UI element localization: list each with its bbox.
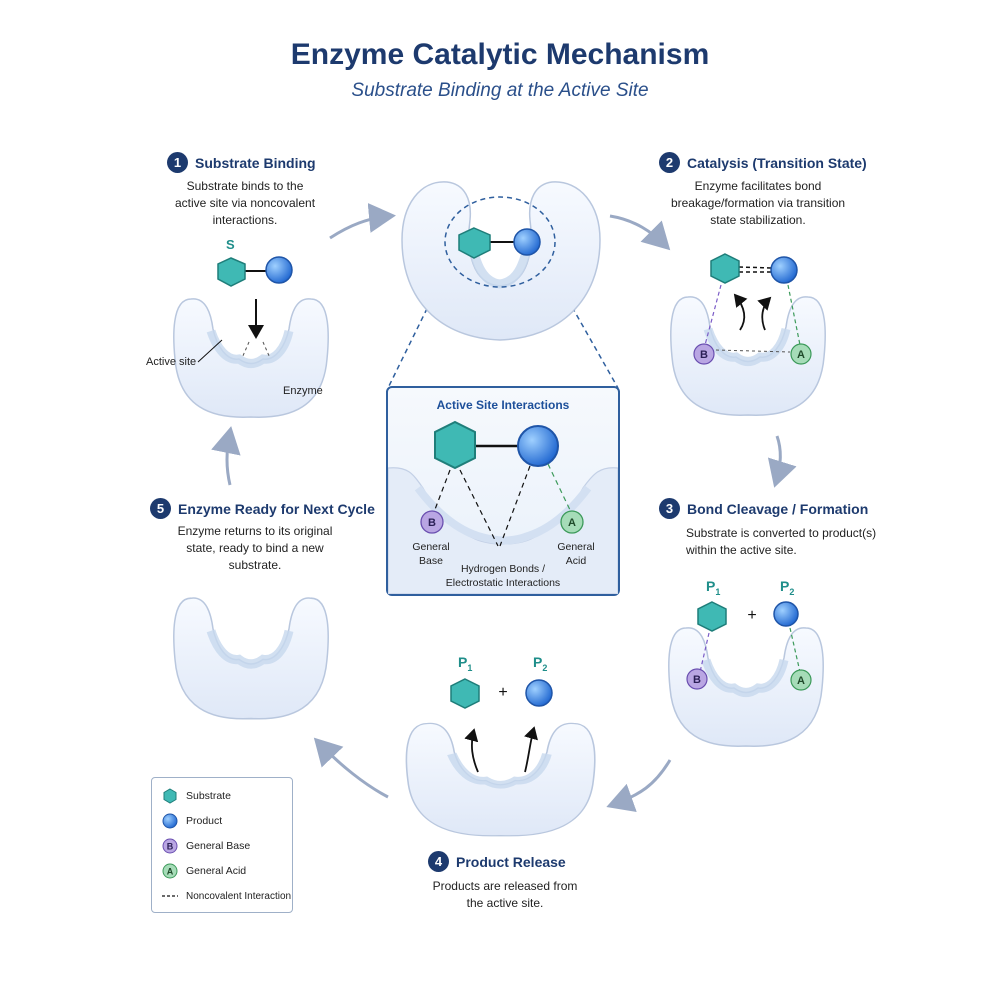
step5-title: Enzyme Ready for Next Cycle <box>178 500 375 517</box>
products-step4: + <box>450 678 553 773</box>
step1-number: 1 <box>167 152 188 173</box>
enzyme-step5 <box>173 597 329 720</box>
step4-number: 4 <box>428 851 449 872</box>
step3-heading: 3 Bond Cleavage / Formation <box>659 498 868 519</box>
cycle-arrow-3-4 <box>767 435 797 488</box>
plus-step3: + <box>747 607 756 624</box>
acid-badge-step3: A <box>797 675 805 687</box>
legend-noncovalent-label: Noncovalent Interaction <box>186 890 292 902</box>
base-badge-step2: B <box>700 349 708 361</box>
legend-product: Product <box>162 813 222 829</box>
zoom-base-badge: B <box>428 517 436 529</box>
substrate-label: S <box>226 237 235 252</box>
step3-title: Bond Cleavage / Formation <box>687 500 869 517</box>
legend: Substrate Product B General Base A Gener… <box>151 777 293 913</box>
p1-label-step4: P1 <box>458 654 473 673</box>
page-subtitle: Substrate Binding at the Active Site <box>351 80 649 101</box>
step4-title: Product Release <box>456 853 566 870</box>
base-badge-step3: B <box>693 674 701 686</box>
cycle-arrow-5-1 <box>211 426 241 486</box>
acid-icon: A <box>162 863 178 879</box>
products-step3: + B A <box>686 601 812 691</box>
base-icon: B <box>162 838 178 854</box>
enzyme-top-center <box>401 181 601 341</box>
step2-title: Catalysis (Transition State) <box>687 154 867 171</box>
cycle-arrow-5-back <box>313 737 389 799</box>
enzyme-step1 <box>173 298 329 418</box>
legend-general-base: B General Base <box>162 838 250 854</box>
zoom-title: Active Site Interactions <box>436 398 570 412</box>
enzyme-step2 <box>670 296 826 416</box>
enzyme-step4 <box>405 722 596 837</box>
cycle-arrow-2-3 <box>609 214 671 251</box>
step3-description: Substrate is converted to product(s)with… <box>686 526 877 557</box>
step5-heading: 5 Enzyme Ready for Next Cycle <box>150 498 375 519</box>
substrate-step1 <box>197 256 293 363</box>
legend-substrate: Substrate <box>162 788 231 804</box>
svg-text:B: B <box>167 842 174 852</box>
enzyme-step3 <box>668 627 824 747</box>
product-icon <box>162 813 178 829</box>
legend-general-base-label: General Base <box>186 840 251 852</box>
step5-number: 5 <box>150 498 171 519</box>
p2-label-step3: P2 <box>780 578 795 597</box>
enzyme-label: Enzyme <box>283 385 323 397</box>
cycle-arrow-1-2 <box>329 202 396 240</box>
substrate-icon <box>162 788 178 804</box>
step2-number: 2 <box>659 152 680 173</box>
transition-state-step2: B A <box>693 253 812 365</box>
active-site-label: Active site <box>146 356 197 368</box>
dashed-line-icon <box>162 888 178 904</box>
acid-badge-step2: A <box>797 349 805 361</box>
step1-heading: 1 Substrate Binding <box>167 152 316 173</box>
svg-text:A: A <box>167 867 174 877</box>
zoom-interactions-label: Hydrogen Bonds /Electrostatic Interactio… <box>445 563 561 589</box>
p2-label-step4: P2 <box>533 654 548 673</box>
plus-step4: + <box>498 684 507 701</box>
step1-title: Substrate Binding <box>195 154 316 171</box>
legend-noncovalent: Noncovalent Interaction <box>162 888 291 904</box>
legend-substrate-label: Substrate <box>186 790 231 802</box>
zoom-acid-badge: A <box>568 517 576 529</box>
step3-number: 3 <box>659 498 680 519</box>
legend-general-acid-label: General Acid <box>186 865 247 877</box>
legend-general-acid: A General Acid <box>162 863 246 879</box>
cycle-arrow-4-5 <box>606 759 672 813</box>
step2-heading: 2 Catalysis (Transition State) <box>659 152 867 173</box>
step4-heading: 4 Product Release <box>428 851 566 872</box>
p1-label-step3: P1 <box>706 578 721 597</box>
legend-product-label: Product <box>186 815 223 827</box>
zoom-drawing: B A <box>388 420 618 594</box>
page-title: Enzyme Catalytic Mechanism <box>290 38 710 71</box>
